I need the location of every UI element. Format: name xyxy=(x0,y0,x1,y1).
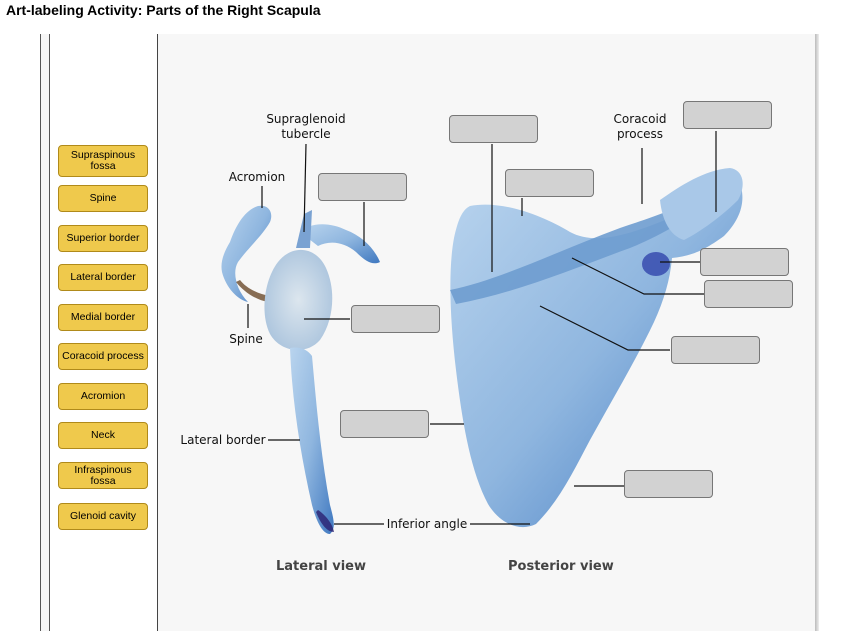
left-divider-inner xyxy=(49,34,50,631)
drop-target-10[interactable] xyxy=(624,470,713,498)
chip-lateral-border[interactable]: Lateral border xyxy=(58,264,148,291)
label-inferior-angle: Inferior angle xyxy=(386,517,468,531)
chip-superior-border[interactable]: Superior border xyxy=(58,225,148,252)
drop-target-4[interactable] xyxy=(505,169,594,197)
chip-spine[interactable]: Spine xyxy=(58,185,148,212)
posterior-view-bone xyxy=(450,168,743,528)
chip-medial-border[interactable]: Medial border xyxy=(58,304,148,331)
word-bank xyxy=(50,34,158,631)
label-acromion: Acromion xyxy=(228,170,286,184)
page-title: Art-labeling Activity: Parts of the Righ… xyxy=(6,2,321,18)
leader-lines xyxy=(247,131,717,525)
chip-infraspinous-fossa[interactable]: Infraspinous fossa xyxy=(58,462,148,489)
chip-coracoid-process[interactable]: Coracoid process xyxy=(58,343,148,370)
drop-target-8[interactable] xyxy=(671,336,760,364)
label-lateral-border: Lateral border xyxy=(180,433,266,447)
chip-glenoid-cavity[interactable]: Glenoid cavity xyxy=(58,503,148,530)
chip-acromion[interactable]: Acromion xyxy=(58,383,148,410)
label-coracoid-process: Coracoid process xyxy=(613,112,667,141)
left-divider xyxy=(40,34,41,631)
chip-supraspinous-fossa[interactable]: Supraspinous fossa xyxy=(58,145,148,177)
drop-target-3[interactable] xyxy=(449,115,538,143)
drop-target-6[interactable] xyxy=(700,248,789,276)
label-spine: Spine xyxy=(229,332,263,346)
label-supraglenoid-tubercle: Supraglenoid tubercle xyxy=(266,112,346,141)
drop-target-5[interactable] xyxy=(683,101,772,129)
drop-target-1[interactable] xyxy=(318,173,407,201)
lateral-view-bone xyxy=(221,205,380,534)
chip-neck[interactable]: Neck xyxy=(58,422,148,449)
drop-target-9[interactable] xyxy=(340,410,429,438)
right-edge xyxy=(815,34,819,631)
drop-target-2[interactable] xyxy=(351,305,440,333)
caption-lateral-view: Lateral view xyxy=(276,559,367,574)
caption-posterior-view: Posterior view xyxy=(508,559,614,574)
drop-target-7[interactable] xyxy=(704,280,793,308)
